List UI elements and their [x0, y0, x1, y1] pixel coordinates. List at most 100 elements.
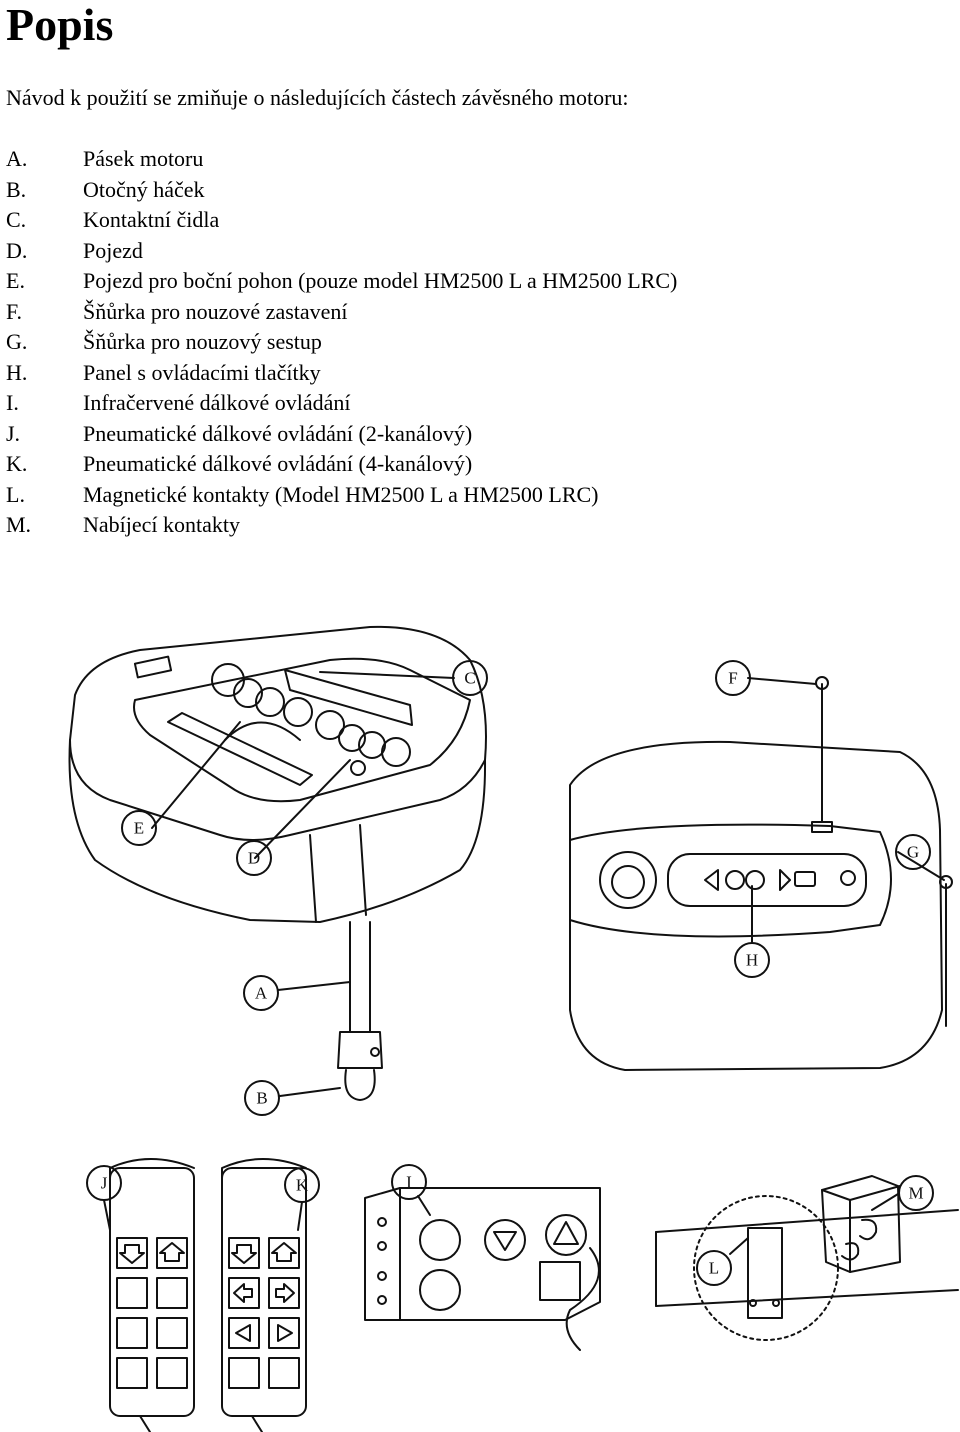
item-letter: D. [6, 237, 28, 263]
item-text: Otočný háček [83, 176, 205, 202]
hook-pin [370, 1047, 380, 1057]
item-letter: I. [6, 390, 19, 415]
remote-button [228, 1357, 260, 1389]
callout-k-label: K [296, 1176, 309, 1195]
leader-line [729, 1237, 749, 1255]
item-text: Pneumatické dálkové ovládání (4-kanálový… [83, 451, 473, 476]
leader-line [254, 759, 351, 859]
list-item: F. Šňůrka pro nouzové zastavení [6, 298, 677, 329]
motor-unit-drawing [68, 625, 487, 1101]
item-text: Infračervené dálkové ovládání [83, 390, 351, 415]
button-icon [725, 870, 745, 890]
remote-button [268, 1317, 300, 1349]
remote-button [228, 1317, 260, 1349]
callout-g: G [895, 834, 931, 870]
list-item: B. Otočný háček [6, 176, 677, 207]
list-item: K. Pneumatické dálkové ovládání (4-kanálo… [6, 450, 677, 481]
remote-j-tail [139, 1415, 151, 1432]
ir-button [419, 1219, 461, 1261]
remote-button [116, 1237, 148, 1269]
remote-button [268, 1357, 300, 1389]
motor-illustration: E D C F G H A B [0, 560, 960, 1432]
page-title: Popis [6, 0, 114, 50]
callout-c-label: C [464, 669, 475, 688]
leader-line [319, 671, 455, 679]
triangle-up-icon [553, 1221, 579, 1245]
callout-e-label: E [134, 819, 144, 838]
motor-top [69, 625, 487, 841]
leader-lines [103, 671, 945, 1255]
remote-button [116, 1277, 148, 1309]
roller-icon [381, 737, 411, 767]
list-item: I. Infračervené dálkové ovládání [6, 389, 677, 420]
remote-button [156, 1357, 188, 1389]
rail-edge [655, 1289, 959, 1307]
roller-icon [233, 678, 263, 708]
item-letter: G. [6, 329, 28, 354]
ir-led [377, 1271, 387, 1281]
intro-text: Návod k použití se zmiňuje o následující… [6, 85, 629, 110]
list-item: J. Pneumatické dálkové ovládání (2-kanálo… [6, 420, 677, 451]
triangle-left-icon [235, 1324, 251, 1342]
callout-h-label: H [746, 951, 758, 970]
trolley-arch [224, 721, 301, 741]
charging-hook-icon [859, 1218, 878, 1241]
hook-ring [344, 1069, 376, 1101]
hinge-icon [133, 655, 173, 679]
list-item: L. Magnetické kontakty (Model HM2500 L a … [6, 481, 677, 512]
arrow-up-icon [271, 1242, 297, 1262]
ir-led [377, 1217, 387, 1227]
item-text: Pásek motoru [83, 146, 204, 171]
item-text: Pojezd pro boční pohon (pouze model HM25… [83, 268, 678, 293]
remote-button [228, 1237, 260, 1269]
roller-icon [338, 724, 366, 752]
remote-button [156, 1277, 188, 1309]
leader-line [279, 1087, 341, 1097]
list-item: D.Pojezd [6, 237, 677, 268]
remote-k-cable [221, 1158, 307, 1191]
motor-seam [309, 834, 317, 923]
power-icon [840, 870, 856, 886]
callout-a: A [243, 975, 279, 1011]
item-letter: A. [6, 146, 28, 171]
list-item: C.Kontaktní čidla [6, 206, 677, 237]
arrow-right-icon [779, 869, 791, 891]
item-text: Magnetické kontakty (Model HM2500 L a HM… [83, 481, 599, 507]
ir-lanyard [565, 1247, 600, 1351]
remote-button [228, 1277, 260, 1309]
motor-top-inner [133, 657, 471, 803]
item-letter: B. [6, 176, 27, 202]
leader-line [871, 1193, 899, 1211]
button-icon [745, 870, 765, 890]
item-text: Nabíjecí kontakty [83, 512, 241, 537]
charging-box [821, 1175, 901, 1273]
remote-button [156, 1317, 188, 1349]
list-item: G.Šňůrka pro nouzový sestup [6, 328, 677, 359]
ir-remote-drawing [364, 1187, 601, 1351]
callout-l: L [696, 1250, 732, 1286]
motor-body [68, 739, 487, 923]
connector-icon [350, 760, 366, 776]
callout-b: B [244, 1080, 280, 1116]
item-letter: F. [6, 298, 22, 324]
sensor-bar [284, 669, 413, 726]
ir-button [419, 1269, 461, 1311]
item-letter: M. [6, 512, 32, 537]
item-text: Šňůrka pro nouzové zastavení [83, 298, 348, 324]
item-letter: L. [6, 481, 25, 507]
item-text: Pneumatické dálkové ovládání (2-kanálový… [83, 420, 473, 446]
cord-g-bead [939, 875, 953, 889]
emergency-knob [599, 851, 657, 909]
item-letter: J. [6, 420, 21, 446]
arrow-right-icon [275, 1283, 295, 1303]
ir-led [377, 1295, 387, 1305]
remote-k-tail [251, 1415, 263, 1432]
remote-button [116, 1357, 148, 1389]
motor-seam [359, 824, 367, 916]
leader-line [297, 1201, 303, 1231]
charging-hook-icon [841, 1242, 860, 1261]
ir-clip [539, 1261, 581, 1301]
ir-button [545, 1214, 587, 1256]
item-letter: K. [6, 451, 28, 476]
leader-line [151, 721, 241, 829]
